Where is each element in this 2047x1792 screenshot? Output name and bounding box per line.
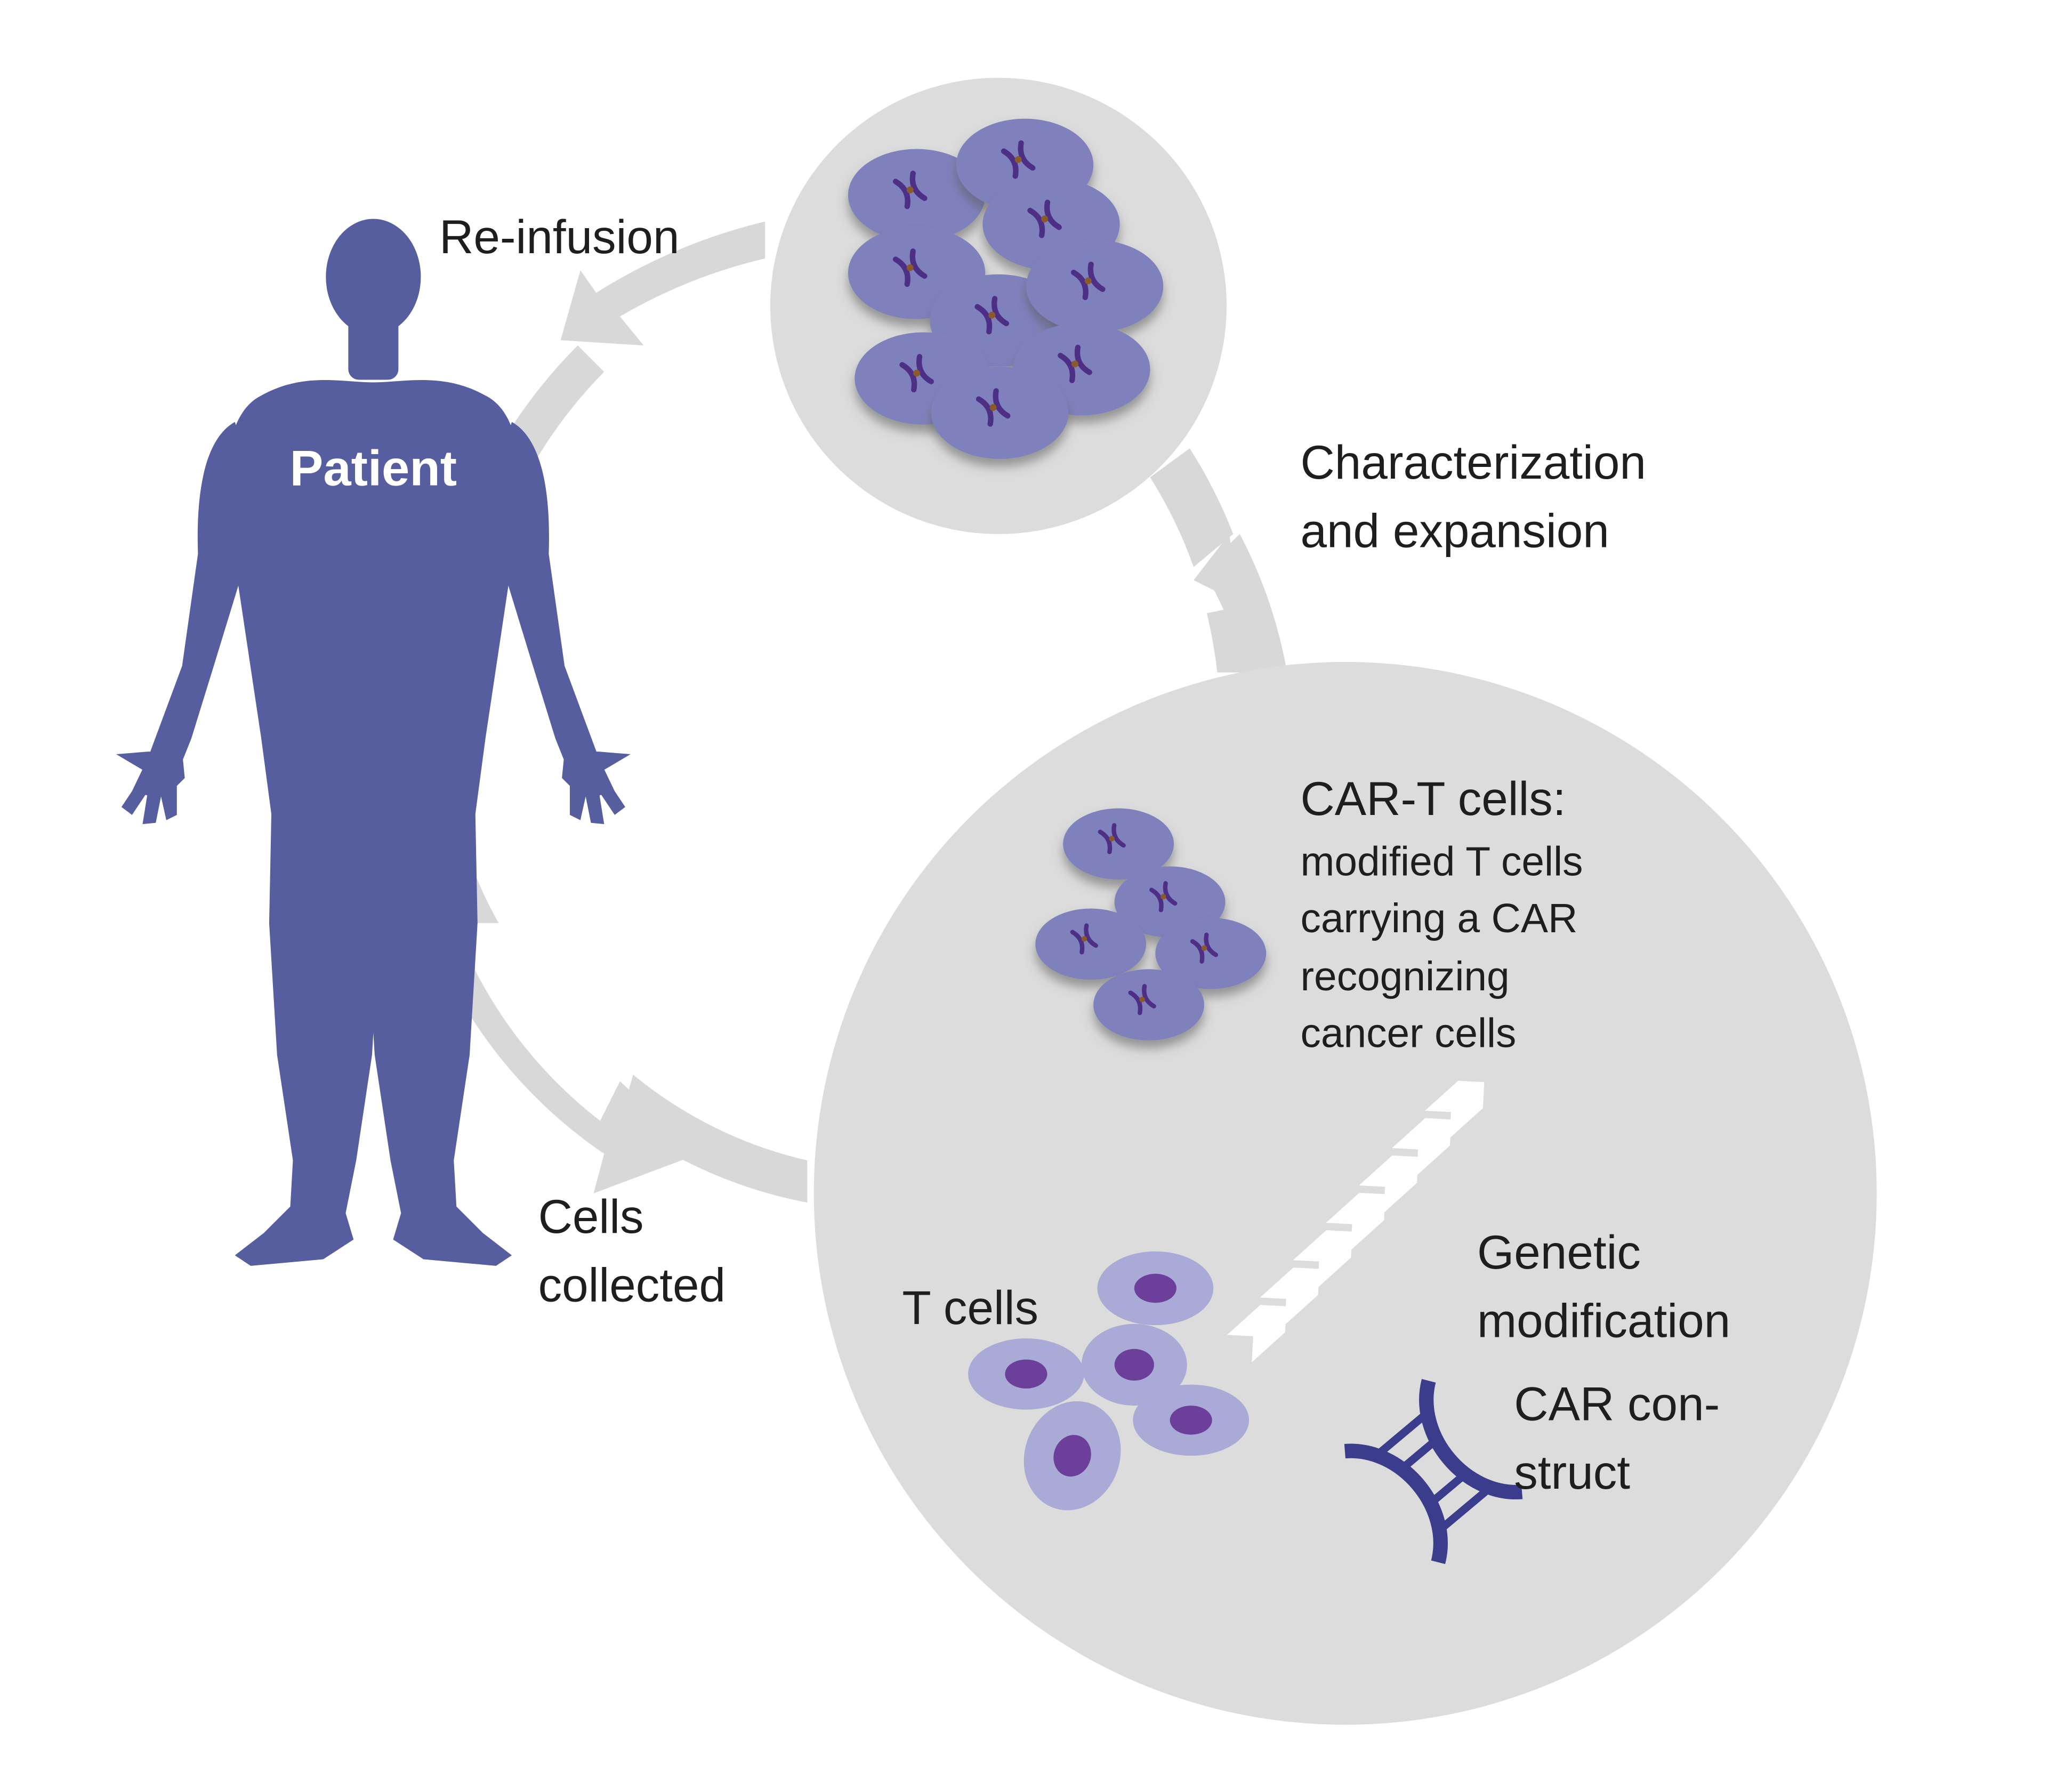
reinfusion-arc [560,221,765,346]
t-cell [1024,1401,1121,1511]
car-construct-line-1: CAR con- [1514,1377,1720,1430]
genetic-line-1: Genetic [1477,1225,1641,1279]
chromosome-icon [1027,199,1062,238]
cart-desc-line-4: cancer cells [1301,1011,1517,1056]
chromosome-icon [1058,344,1092,383]
chromosome-icon [899,354,934,393]
chevron [1293,1230,1352,1288]
characterization-label: Characterization and expansion [1301,435,1659,558]
cart-cell [1026,240,1164,333]
cart-cell [1093,969,1204,1040]
cart-cell [1155,917,1267,989]
cart-desc-line-3: recognizing [1301,954,1510,999]
chromosome-icon [1128,984,1156,1015]
chevron [1227,1305,1287,1362]
genetic-modification-label: Genetic modification [1477,1225,1730,1347]
patient-label: Patient [290,440,457,496]
chevron [1392,1118,1452,1176]
cells-collected-label: Cells collected [538,1190,726,1312]
chromosome-icon [892,171,928,209]
cart-cell [848,149,986,241]
cart-cell [931,366,1069,459]
chromosome-icon [1070,261,1106,301]
chevron [1260,1268,1320,1325]
expansion-cells [848,118,1164,459]
cart-description: modified T cells carrying a CAR recogniz… [1301,840,1594,1056]
reinfusion-label: Re-infusion [439,210,679,263]
chromosome-icon [1190,932,1219,964]
chromosome-icon [1070,923,1098,955]
cart-cell [1035,908,1147,980]
chromosome-icon [976,388,1011,427]
chromosome-icon [892,248,928,287]
cart-title: CAR-T cells: [1301,772,1566,825]
chevron [1359,1155,1419,1213]
cart-cell-cluster [1035,808,1267,1040]
characterization-line-1: Characterization [1301,435,1646,489]
t-cell [1097,1251,1214,1326]
t-cell-cluster [968,1251,1250,1511]
chromosome-icon [1149,881,1178,913]
dna-icon [1344,1379,1523,1564]
t-cell [1133,1384,1250,1456]
t-cell [968,1338,1084,1410]
cart-cell [1063,808,1174,880]
car-construct-label: CAR con- struct [1514,1377,1733,1499]
chromosome-icon [1001,140,1036,179]
car-construct-line-2: struct [1514,1446,1630,1499]
t-cells-label: T cells [902,1281,1038,1334]
t-cell [1081,1323,1187,1406]
human-silhouette-icon [116,219,631,1266]
chevron [1326,1192,1385,1250]
chevron [1424,1080,1485,1139]
genetic-line-2: modification [1477,1294,1730,1347]
cart-desc-line-1: modified T cells [1301,840,1583,885]
cells-collected-line-1: Cells [538,1190,644,1243]
cart-desc-line-2: carrying a CAR [1301,896,1578,941]
cells-collected-line-2: collected [538,1258,726,1312]
chromosome-icon [1098,823,1126,854]
chromosome-icon [974,296,1009,335]
chevron-arrow-icon [1227,1080,1485,1362]
characterization-line-2: and expansion [1301,504,1609,558]
